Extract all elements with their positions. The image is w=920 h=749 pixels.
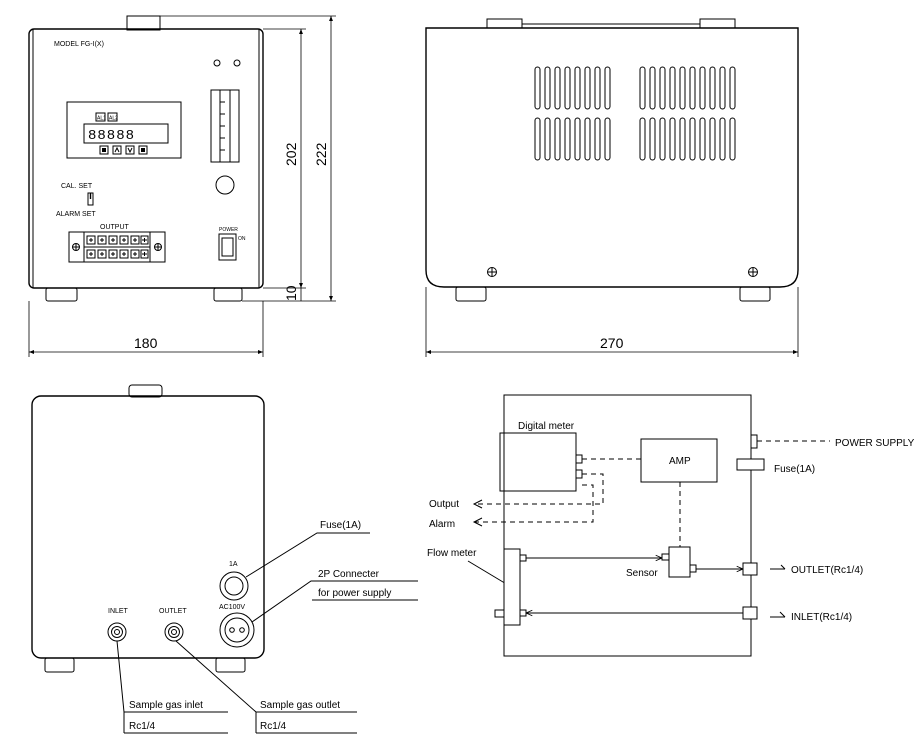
schematic-digital-meter-box [499, 432, 577, 492]
rear-view: 1A AC100V INLET OUTLET Fuse(1A) 2P Conne… [31, 384, 418, 734]
meter-key-set [99, 145, 109, 155]
front-foot-right [213, 287, 243, 302]
dim-side-width: 270 [600, 335, 624, 351]
side-view [425, 18, 799, 302]
rear-inlet-label: INLET [108, 608, 129, 615]
rear-foot-right [215, 657, 246, 673]
model-label: MODEL FG-I(X) [54, 41, 104, 48]
schematic-outlet-port [742, 562, 758, 576]
inlet-callout: Sample gas inlet [129, 700, 203, 711]
schematic-enclosure [503, 394, 752, 657]
rear-outlet-label: OUTLET [159, 608, 187, 615]
output-terminal-screws [86, 235, 149, 259]
side-foot-left [455, 286, 487, 302]
meter-key-down [125, 145, 135, 155]
indicator-lamp-2 [233, 59, 241, 67]
rear-top-handle [128, 384, 163, 398]
schematic-sensor: Sensor [626, 568, 658, 579]
dim-foot-10: 10 [283, 285, 299, 301]
meter-key-enter [138, 145, 148, 155]
flow-meter-window [210, 89, 240, 163]
alarm-set-label: ALARM SET [56, 211, 96, 218]
power-switch [218, 233, 237, 261]
side-screw-left [487, 267, 497, 277]
dim-height-202: 202 [283, 142, 299, 166]
output-terminal-block [68, 231, 166, 263]
terminal-screw-mount-left [72, 243, 80, 251]
meter-display-window [83, 123, 169, 144]
schematic-output: Output [429, 499, 459, 510]
connector-callout-leader [251, 580, 418, 623]
schematic-flow-meter: Flow meter [427, 548, 477, 559]
schematic-flow-meter-box [503, 548, 521, 626]
flow-meter-scale [220, 101, 225, 151]
side-ventilation-slots [534, 66, 736, 161]
power-label: POWER [219, 227, 238, 233]
indicator-lamp-1 [213, 59, 221, 67]
meter-alarm-signal [474, 484, 594, 523]
front-dimensions: 180 202 222 10 [28, 15, 336, 357]
power-on-label: ON [238, 236, 246, 242]
meter-tag-al1 [95, 112, 106, 122]
schematic-fuse [736, 458, 765, 471]
schematic-digital-meter: Digital meter [518, 421, 575, 432]
side-foot-right [739, 286, 771, 302]
side-panel-body [425, 27, 799, 288]
schematic-fuse-label: Fuse(1A) [774, 464, 815, 475]
schematic-inlet-port [742, 606, 758, 620]
rear-foot-left [44, 657, 75, 673]
cal-set-label: CAL. SET [61, 183, 93, 190]
front-foot-left [45, 287, 78, 302]
fuse-callout-leader [245, 532, 370, 578]
schematic-alarm: Alarm [429, 519, 455, 530]
rear-fuse-holder [219, 571, 249, 601]
side-screw-right [748, 267, 758, 277]
meter-tag-al1-text: AL1 [97, 116, 106, 122]
front-view: MODEL FG-I(X) AL1 AL2 88888 C [28, 15, 264, 302]
meter-tag-al2-text: AL2 [109, 116, 118, 122]
meter-key-up [112, 145, 122, 155]
front-top-handle [126, 15, 161, 31]
terminal-screw-mount-right [154, 243, 162, 251]
front-panel-body [28, 28, 264, 289]
meter-tag-al2 [107, 112, 118, 122]
schematic-amp-box [640, 438, 718, 483]
rear-voltage-label: AC100V [219, 604, 245, 611]
schematic-power-supply: POWER SUPPLY [835, 438, 915, 449]
connector-note: for power supply [318, 588, 391, 599]
meter-output-signal [474, 473, 604, 505]
schematic-power-connector [750, 434, 758, 449]
outlet-callout: Sample gas outlet [260, 700, 340, 711]
output-label: OUTPUT [100, 224, 130, 231]
rear-power-connector [219, 612, 255, 648]
schematic-sensor-box [668, 546, 691, 578]
flow-adjust-knob [215, 175, 235, 195]
dim-front-width: 180 [134, 335, 158, 351]
rear-panel-body [31, 395, 265, 659]
meter-digits: 88888 [88, 128, 135, 144]
dim-height-222: 222 [313, 142, 329, 166]
outlet-size: Rc1/4 [260, 721, 287, 732]
connector-callout: 2P Connecter [318, 569, 380, 580]
digital-meter-bezel [66, 101, 182, 159]
rear-inlet-port [107, 622, 127, 642]
schematic-inlet: INLET(Rc1/4) [791, 612, 852, 623]
fuse-callout: Fuse(1A) [320, 520, 361, 531]
inlet-size: Rc1/4 [129, 721, 156, 732]
side-top-handle [486, 18, 736, 28]
rear-fuse-rating: 1A [229, 561, 238, 568]
rear-outlet-port [164, 622, 184, 642]
side-dimensions: 270 [425, 287, 799, 357]
schematic-outlet: OUTLET(Rc1/4) [791, 565, 863, 576]
schematic-amp: AMP [669, 456, 691, 467]
schematic: Digital meter AMP POWER SUPPLY Fuse(1A) … [427, 394, 915, 657]
